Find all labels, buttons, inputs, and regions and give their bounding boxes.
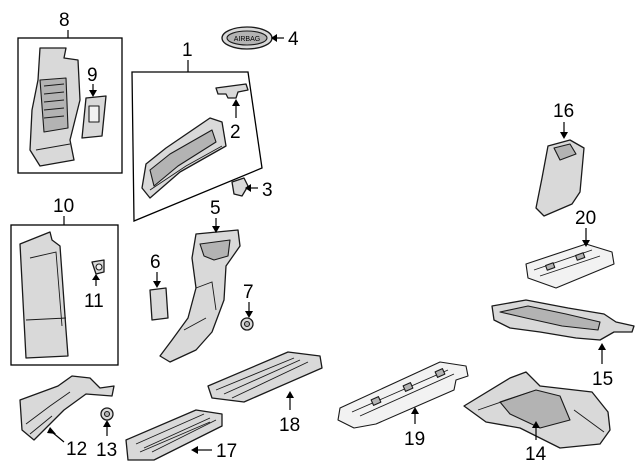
callout-11: 11 [84,291,104,312]
callout-10: 10 [53,196,74,217]
callout-19: 19 [404,429,425,450]
part-14-floor-cover [463,371,611,449]
callout-12: 12 [66,439,87,460]
callout-8: 8 [59,10,70,31]
group-box-8 [17,30,123,174]
part-16-quarter-trim [535,122,585,217]
part-3-retainer-clip [231,177,258,197]
part-17-sill-plate [125,409,223,461]
callout-5: 5 [210,198,221,219]
part-13-clip [100,407,114,436]
callout-9: 9 [87,65,98,86]
callout-20: 20 [575,208,596,229]
part-10-b-pillar-lower-trim [19,231,69,359]
part-12-rear-sill-trim [19,375,115,443]
callout-2: 2 [230,122,241,143]
part-5-kick-panel [159,218,241,363]
part-20-support-bracket [525,228,615,289]
part-19-floor-bracket [337,361,469,429]
callout-4: 4 [288,29,299,50]
callout-14: 14 [525,444,547,465]
part-7-screw [240,302,254,331]
part-1-windshield-pillar-trim [141,117,227,199]
callout-17: 17 [216,441,237,462]
part-18-scuff-plate [207,351,323,410]
part-6-cover-cap [149,272,169,321]
part-2-clip [215,83,249,118]
callout-18: 18 [279,415,300,436]
part-11-push-clip [91,259,105,286]
callout-7: 7 [243,282,254,303]
callout-16: 16 [553,101,574,122]
group-box-1 [131,60,263,222]
callout-15: 15 [592,369,613,390]
group-box-10 [10,216,119,366]
part-15-air-duct [491,299,635,364]
callout-1: 1 [182,40,193,61]
callout-6: 6 [150,252,161,273]
part-8-b-pillar-upper-trim [29,47,81,167]
callout-3: 3 [262,180,273,201]
badge-text: AIRBAG [234,36,260,43]
callout-labels: 8 9 1 4 2 3 10 5 6 7 11 12 13 17 18 19 1… [53,10,613,465]
callout-13: 13 [96,440,117,461]
part-9-seat-belt-cover [81,84,107,139]
part-4-airbag-badge: AIRBAG [221,26,284,50]
